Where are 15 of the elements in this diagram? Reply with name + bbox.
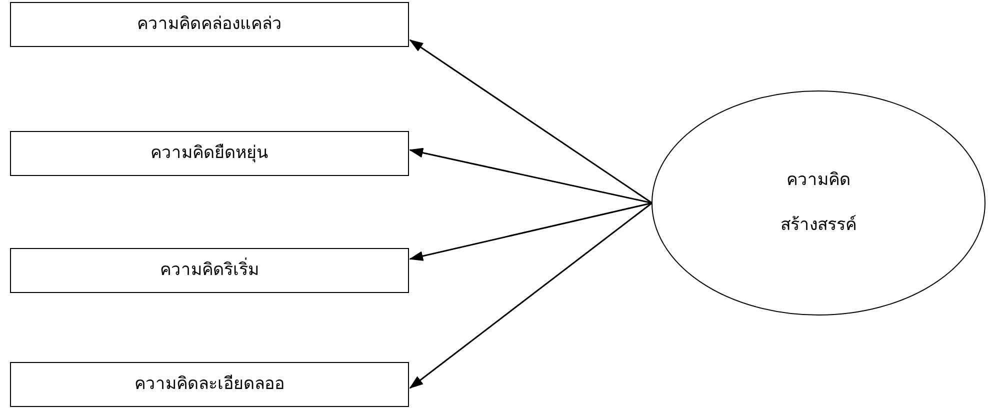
arrow: [409, 202, 652, 389]
process-box: [10, 131, 409, 176]
node-label: ความคิดคล่องแคล่ว: [137, 12, 282, 36]
node-label: ความคิดยืดหยุ่น: [150, 142, 268, 165]
process-box: [10, 248, 409, 293]
ellipse-node: [652, 90, 986, 316]
arrow: [409, 202, 652, 261]
arrow: [409, 39, 652, 204]
process-box: [10, 362, 409, 407]
arrow: [409, 148, 652, 204]
node-label: ความคิดริเริ่ม: [160, 258, 259, 282]
node-label: สร้างสรรค์: [780, 214, 856, 237]
process-box: [10, 2, 409, 47]
node-label: ความคิดละเอียดลออ: [134, 372, 284, 396]
node-label: ความคิด: [786, 168, 850, 192]
